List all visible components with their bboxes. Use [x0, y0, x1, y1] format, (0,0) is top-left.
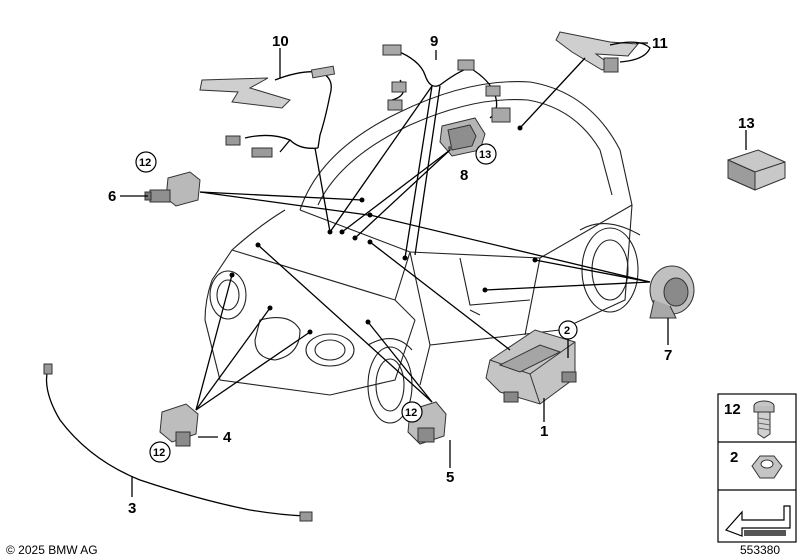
leader-dots	[229, 125, 538, 335]
arrow-symbol-icon	[724, 505, 791, 537]
part-13-box	[727, 149, 786, 191]
nut-icon	[751, 455, 783, 479]
part-labels: 10 9 11 13 8 6 7 1 4 5 3	[108, 33, 755, 517]
circled-13: 13	[479, 149, 491, 161]
circled-12-c: 12	[405, 407, 417, 419]
circled-callouts: 12 13 2 12 12	[135, 143, 578, 463]
label-9: 9	[430, 33, 438, 50]
part-9-harness	[382, 44, 511, 123]
car-outline	[204, 81, 641, 424]
label-13: 13	[738, 115, 755, 132]
diagram-id: 553380	[740, 543, 780, 557]
circled-12-b: 12	[153, 447, 165, 459]
screw-icon	[753, 400, 775, 439]
label-5: 5	[446, 469, 454, 486]
part-4-sensor	[159, 403, 199, 447]
label-3: 3	[128, 500, 136, 517]
label-6: 6	[108, 188, 116, 205]
circled-12-a: 12	[139, 157, 151, 169]
legend-label-12: 12	[724, 401, 741, 418]
part-7-sensor	[649, 265, 695, 319]
leader-lines	[120, 42, 747, 497]
label-10: 10	[272, 33, 289, 50]
part-11-pad	[555, 31, 651, 73]
label-11: 11	[652, 35, 668, 52]
part-10-harness-pad	[199, 65, 336, 158]
label-4: 4	[223, 429, 232, 446]
part-8-sensor-module	[439, 117, 486, 157]
copyright-text: © 2025 BMW AG	[6, 543, 98, 557]
label-7: 7	[664, 347, 672, 364]
part-6-sensor	[144, 171, 201, 207]
label-1: 1	[540, 423, 548, 440]
circled-2: 2	[564, 325, 570, 337]
fastener-legend: 12 2	[717, 393, 797, 543]
part-3-cable	[43, 363, 313, 522]
label-8: 8	[460, 167, 468, 184]
legend-label-2: 2	[730, 449, 738, 466]
